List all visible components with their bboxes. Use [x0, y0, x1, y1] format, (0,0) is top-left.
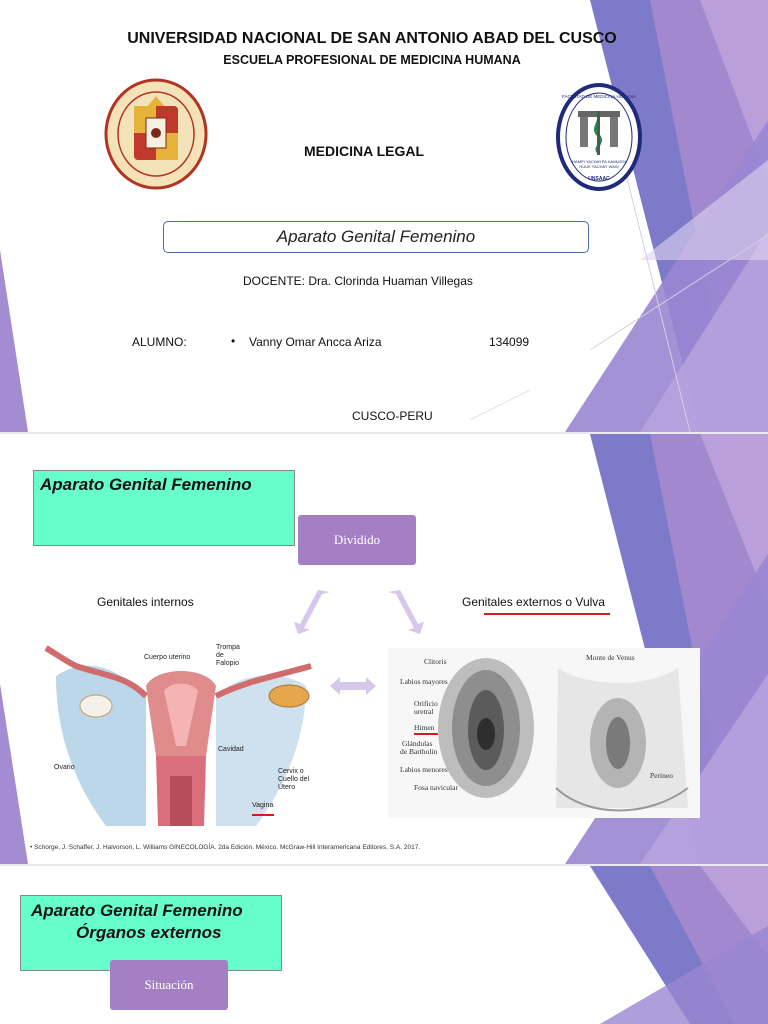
label-de: de: [216, 652, 224, 659]
label-monte-de-venus: Monte de Venus: [586, 653, 635, 662]
student-bullet: •: [231, 334, 236, 348]
label-trompa: Trompa: [216, 644, 240, 651]
label-cavidad: Cavidad: [218, 746, 244, 753]
label-vagina: Vagina: [252, 802, 274, 809]
divided-box: Dividido: [298, 515, 416, 565]
teacher-line: DOCENTE: Dra. Clorinda Huaman Villegas: [243, 274, 473, 288]
citation: • Schorge, J. Schaffer, J. Halvorson, L.…: [30, 844, 421, 851]
label-labios-mayores: Labios mayores: [400, 677, 448, 686]
himen-underline: [414, 733, 438, 735]
slide-title-line1: Aparato Genital Femenino: [31, 901, 243, 920]
internal-anatomy-image: Cuerpo uterino Trompa de Falopio Ovario …: [36, 636, 324, 830]
label-clitoris: Clitoris: [424, 657, 447, 666]
label-ovario: Ovario: [54, 764, 75, 771]
situation-label: Situación: [144, 977, 194, 992]
slide-title-line2: Órganos externos: [76, 923, 222, 942]
divided-label: Dividido: [333, 532, 381, 547]
external-anatomy-image: Clitoris Labios mayores Orificio uretral…: [388, 648, 700, 818]
slide-external-organs: Aparato Genital Femenino Órganos externo…: [0, 866, 768, 1024]
topic-box: Aparato Genital Femenino: [163, 221, 589, 253]
student-label: ALUMNO:: [132, 335, 187, 349]
label-falopio: Falopio: [216, 660, 239, 667]
student-code: 134099: [489, 335, 530, 349]
topic-title: Aparato Genital Femenino: [276, 227, 476, 246]
external-label: Genitales externos o Vulva: [462, 595, 605, 609]
school-subtitle: ESCUELA PROFESIONAL DE MEDICINA HUMANA: [223, 53, 521, 67]
external-underline: [484, 613, 610, 615]
label-cuerpo-uterino: Cuerpo uterino: [144, 654, 191, 661]
decorative-stripes: [590, 866, 768, 1024]
split-arrows: [294, 590, 424, 634]
university-title: UNIVERSIDAD NACIONAL DE SAN ANTONIO ABAD…: [127, 30, 617, 47]
label-utero: Útero: [278, 784, 296, 791]
location: CUSCO-PERU: [352, 409, 433, 423]
double-arrow: [330, 677, 376, 695]
internal-label: Genitales internos: [97, 595, 194, 609]
faculty-logo-text-3: UNSAAC: [588, 176, 610, 182]
vagina-underline: [252, 814, 274, 816]
title-box: Aparato Genital Femenino Órganos externo…: [20, 895, 282, 971]
label-labios-menores: Labios menores: [400, 765, 448, 774]
label-bartholin: de Bartholin: [400, 747, 438, 756]
label-uretral: uretral: [414, 707, 434, 716]
slide-cover: UNIVERSIDAD NACIONAL DE SAN ANTONIO ABAD…: [0, 0, 768, 432]
situation-box: Situación: [110, 960, 228, 1010]
faculty-logo-text-2: HUUK YACHAY WASI: [579, 164, 618, 169]
label-cuello: Cuello del: [278, 776, 310, 783]
title-box: Aparato Genital Femenino: [33, 470, 295, 546]
student-name: Vanny Omar Ancca Ariza: [249, 335, 382, 349]
label-orificio: Orificio: [414, 699, 438, 708]
faculty-logo-text-1: HAMPI YACHAYPA HAMUSSI: [572, 159, 626, 164]
slide-title: Aparato Genital Femenino: [40, 475, 252, 494]
label-cervix: Cervix o: [278, 768, 304, 775]
faculty-logo: HAMPI YACHAYPA HAMUSSI HUUK YACHAY WASI …: [556, 83, 642, 191]
course-title: MEDICINA LEGAL: [304, 143, 425, 159]
university-crest-logo: [104, 78, 208, 190]
faculty-logo-text-0: FACULTAD DE MEDICINA HUMANA: [562, 94, 636, 99]
label-fosa-navicular: Fosa navicular: [414, 783, 458, 792]
label-perineo: Perineo: [650, 771, 673, 780]
slide-divided: Aparato Genital Femenino Dividido Genita…: [0, 434, 768, 864]
label-glandulas: Glándulas: [402, 739, 433, 748]
label-himen: Himen: [414, 723, 435, 732]
